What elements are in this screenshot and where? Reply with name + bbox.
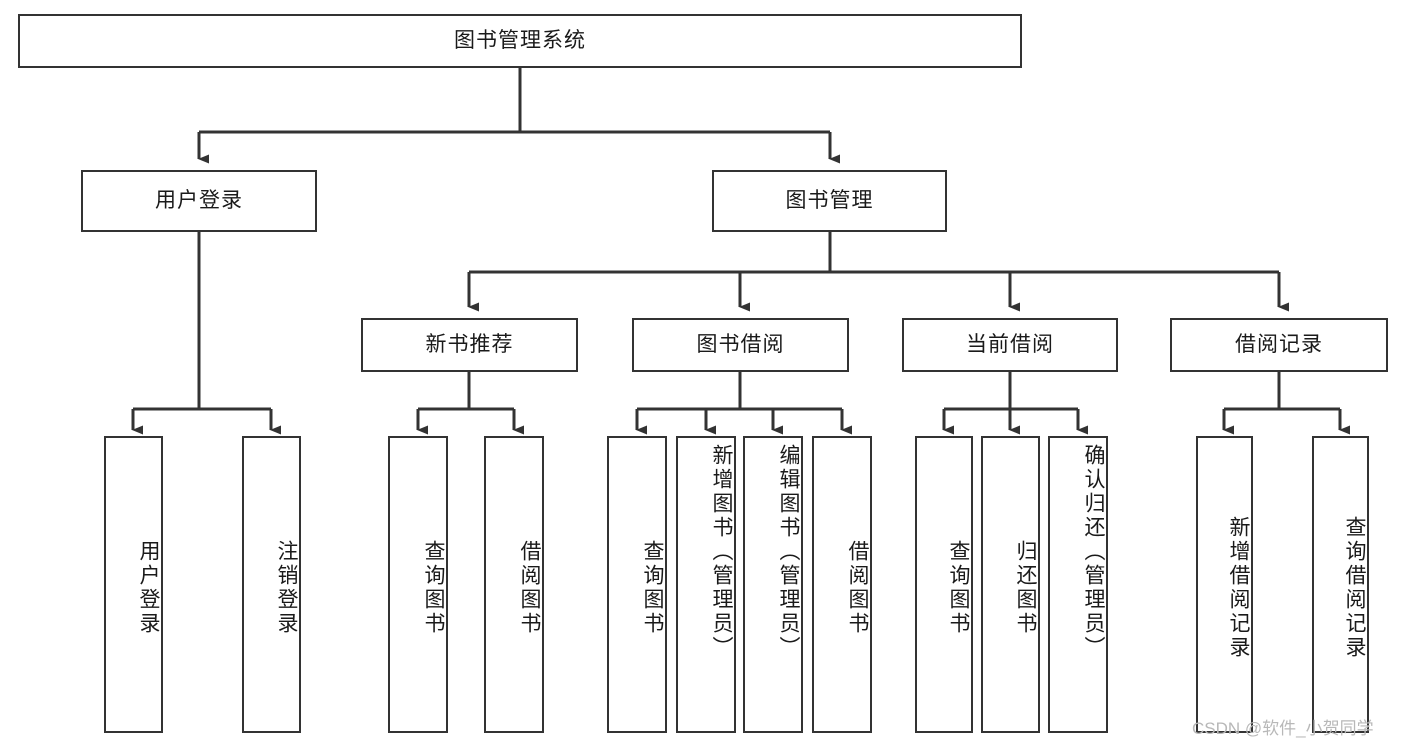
node-label: 查询图书: [947, 539, 970, 636]
leaf-edit-book-admin[interactable]: 编辑图书（管理员）: [743, 436, 803, 733]
node-label: 查询图书: [641, 539, 664, 636]
node-label: 图书管理: [785, 189, 874, 213]
node-label: 归还图书: [1014, 539, 1037, 636]
node-borrow-record[interactable]: 借阅记录: [1170, 318, 1388, 372]
node-label: 确认归还（管理员）: [1082, 444, 1105, 660]
node-root-book-management-system[interactable]: 图书管理系统: [18, 14, 1022, 68]
leaf-query-book-current[interactable]: 查询图书: [915, 436, 973, 733]
node-label: 查询借阅记录: [1343, 515, 1366, 660]
node-label: 图书借阅: [696, 333, 785, 357]
leaf-query-book-recommend[interactable]: 查询图书: [388, 436, 448, 733]
leaf-user-login[interactable]: 用户登录: [104, 436, 163, 733]
node-label: 借阅图书: [518, 539, 541, 636]
node-label: 当前借阅: [966, 333, 1054, 357]
node-label: 编辑图书（管理员）: [777, 444, 800, 660]
node-new-book-recommend[interactable]: 新书推荐: [361, 318, 578, 372]
leaf-query-borrow-record[interactable]: 查询借阅记录: [1312, 436, 1369, 733]
leaf-borrow-book[interactable]: 借阅图书: [812, 436, 872, 733]
leaf-logout[interactable]: 注销登录: [242, 436, 301, 733]
node-label: 注销登录: [275, 539, 298, 636]
node-label: 借阅图书: [846, 539, 869, 636]
node-label: 新增图书（管理员）: [710, 444, 733, 660]
leaf-borrow-book-recommend[interactable]: 借阅图书: [484, 436, 544, 733]
node-label: 图书管理系统: [454, 29, 586, 53]
leaf-confirm-return-admin[interactable]: 确认归还（管理员）: [1048, 436, 1108, 733]
leaf-add-book-admin[interactable]: 新增图书（管理员）: [676, 436, 736, 733]
node-label: 用户登录: [137, 539, 160, 636]
node-label: 借阅记录: [1235, 333, 1323, 357]
leaf-return-book[interactable]: 归还图书: [981, 436, 1040, 733]
node-book-management[interactable]: 图书管理: [712, 170, 947, 232]
node-label: 新书推荐: [425, 333, 514, 357]
leaf-add-borrow-record[interactable]: 新增借阅记录: [1196, 436, 1253, 733]
watermark: CSDN @软件_小贺同学: [1192, 719, 1374, 738]
leaf-query-book-borrow[interactable]: 查询图书: [607, 436, 667, 733]
node-user-login[interactable]: 用户登录: [81, 170, 317, 232]
node-book-borrow[interactable]: 图书借阅: [632, 318, 849, 372]
node-current-borrow[interactable]: 当前借阅: [902, 318, 1118, 372]
node-label: 新增借阅记录: [1227, 515, 1250, 660]
node-label: 查询图书: [422, 539, 445, 636]
node-label: 用户登录: [155, 189, 243, 213]
